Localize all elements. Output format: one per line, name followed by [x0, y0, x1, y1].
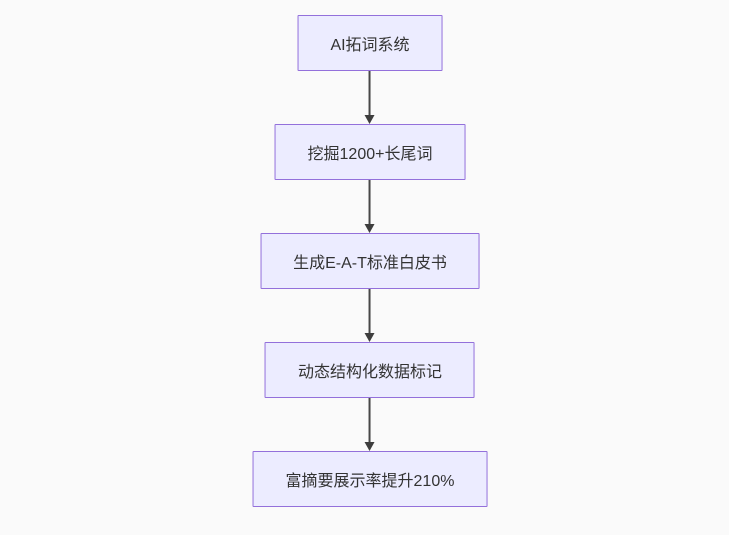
flow-edge-3	[365, 289, 375, 342]
flowchart: AI拓词系统 挖掘1200+长尾词 生成E-A-T标准白皮书 动态结构化数据标记	[252, 15, 488, 507]
flow-edge-4	[365, 398, 375, 451]
flow-edge-1	[365, 71, 375, 124]
flow-node-longtail-mining: 挖掘1200+长尾词	[274, 124, 466, 180]
arrowhead-down-icon	[365, 224, 375, 233]
flow-node-ai-keyword-system: AI拓词系统	[297, 15, 443, 71]
flow-node-rich-snippet-rate: 富摘要展示率提升210%	[252, 451, 488, 507]
arrowhead-down-icon	[365, 333, 375, 342]
flow-node-label: AI拓词系统	[330, 37, 410, 54]
flow-node-eat-whitepaper: 生成E-A-T标准白皮书	[260, 233, 480, 289]
edge-line	[369, 398, 371, 442]
edge-line	[369, 180, 371, 224]
arrowhead-down-icon	[365, 442, 375, 451]
edge-line	[369, 289, 371, 333]
flow-node-label: 生成E-A-T标准白皮书	[293, 255, 447, 272]
flow-node-label: 富摘要展示率提升210%	[285, 473, 455, 490]
flow-node-label: 挖掘1200+长尾词	[307, 146, 433, 163]
flow-edge-2	[365, 180, 375, 233]
arrowhead-down-icon	[365, 115, 375, 124]
flow-node-structured-data-markup: 动态结构化数据标记	[264, 342, 475, 398]
edge-line	[369, 71, 371, 115]
flow-node-label: 动态结构化数据标记	[297, 364, 442, 381]
